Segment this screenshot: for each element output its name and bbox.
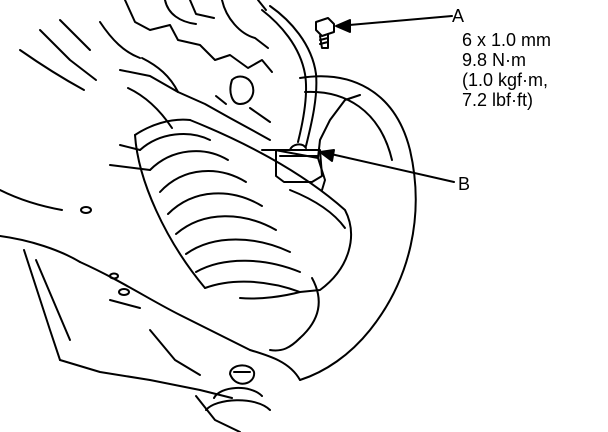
callout-a-spec-line: 6 x 1.0 mm bbox=[462, 30, 552, 50]
callout-a-label: A bbox=[452, 6, 465, 26]
callout-a-spec-line: 9.8 N·m bbox=[462, 50, 527, 70]
callout-b-label: B bbox=[458, 174, 471, 194]
leader-line-a bbox=[335, 15, 453, 33]
leader-line-b bbox=[319, 149, 455, 183]
mounting-bolt bbox=[315, 17, 335, 49]
lower-control-arm bbox=[0, 189, 301, 432]
brake-disc-outline bbox=[299, 75, 417, 381]
steering-knuckle bbox=[261, 94, 361, 352]
upper-frame bbox=[19, 0, 273, 141]
callout-a-spec-line: 7.2 lbf·ft) bbox=[462, 90, 534, 110]
cv-joint-boot bbox=[109, 118, 353, 300]
callout-a-torque-spec: 6 x 1.0 mm 9.8 N·m (1.0 kgf·m, 7.2 lbf·f… bbox=[462, 30, 551, 110]
callout-a-spec-line: (1.0 kgf·m, bbox=[462, 70, 549, 90]
wheel-speed-sensor bbox=[275, 143, 323, 183]
sensor-wire bbox=[257, 0, 318, 147]
lower-ball-joint bbox=[205, 364, 271, 411]
